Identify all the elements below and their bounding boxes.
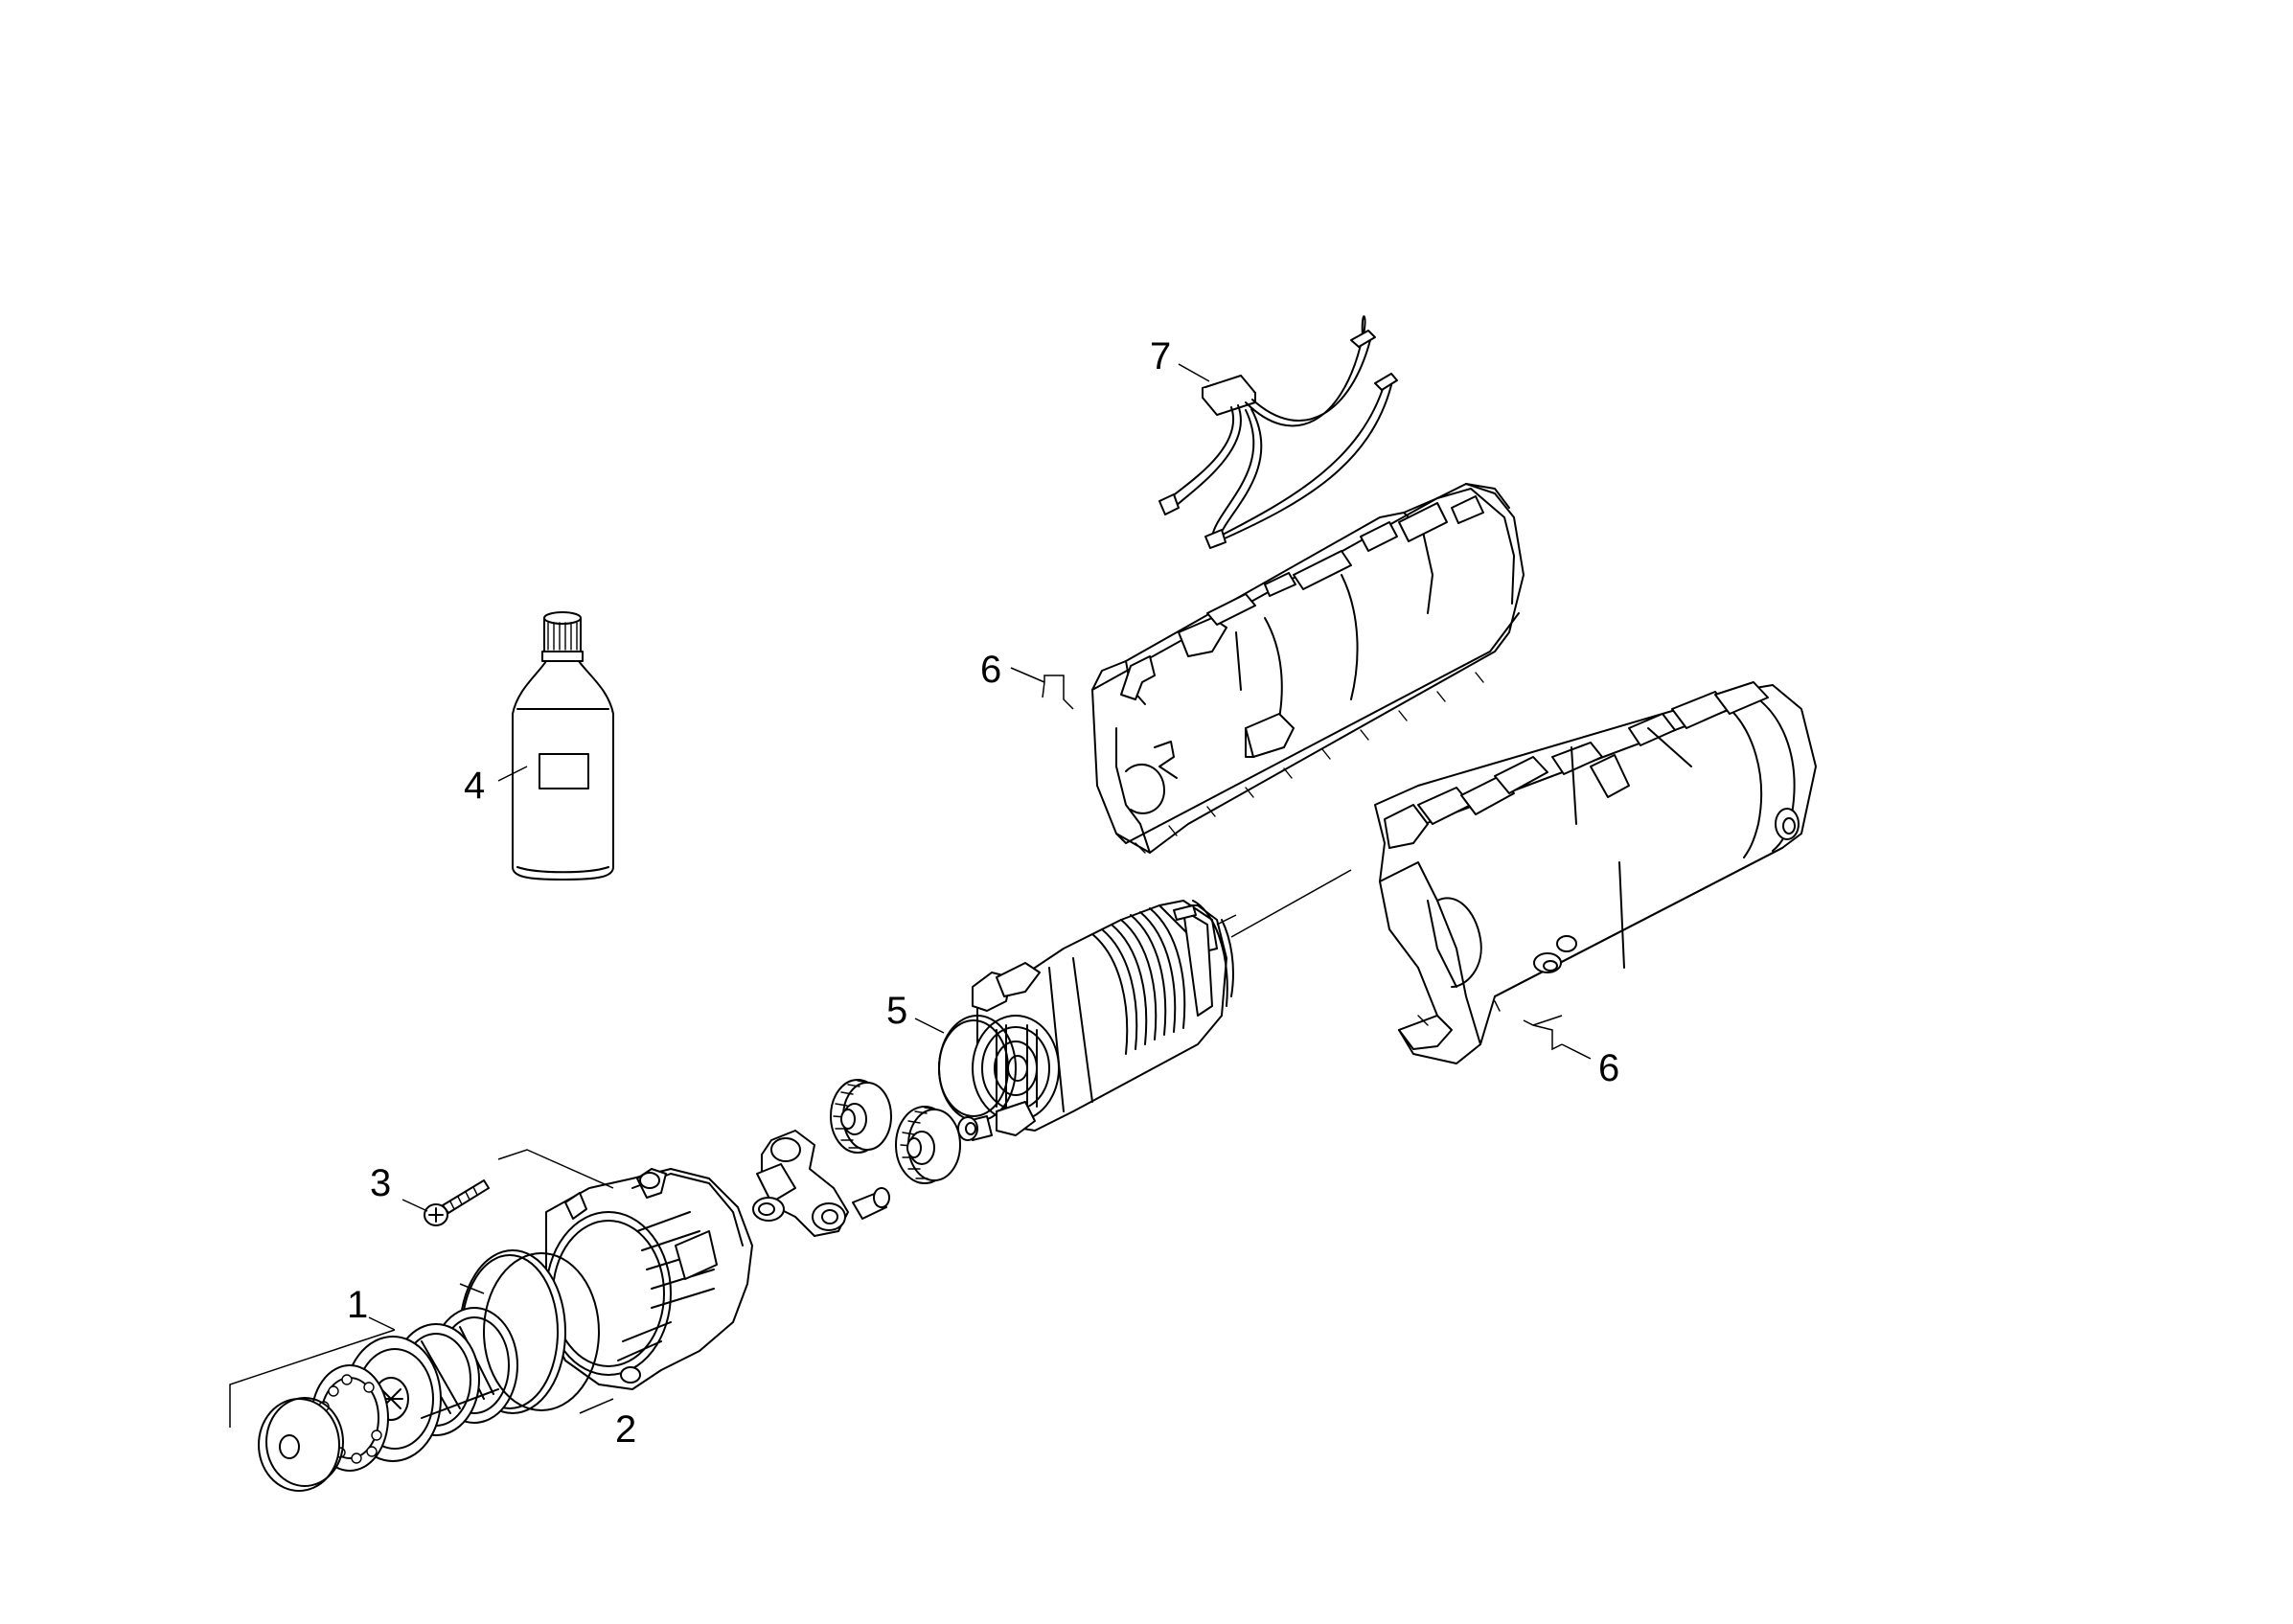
part-5-motor <box>938 900 1234 1141</box>
leader-lines <box>229 363 1592 1428</box>
part-4-oil-bottle <box>512 611 614 881</box>
callout-3: 3 <box>370 1162 391 1204</box>
callout-6-lower: 6 <box>1598 1047 1619 1089</box>
callout-4: 4 <box>464 765 485 807</box>
part-7-wiring-harness <box>1158 315 1398 549</box>
callout-6-upper: 6 <box>980 649 1001 691</box>
callout-1: 1 <box>347 1284 368 1326</box>
part-6-housing-lower <box>1374 681 1817 1064</box>
part-6-housing-upper <box>1091 483 1525 854</box>
callout-7: 7 <box>1150 335 1171 377</box>
crank-assembly <box>752 1130 890 1237</box>
part-1-seal-kit <box>258 1249 566 1492</box>
part-3-screw <box>424 1179 490 1226</box>
gears <box>830 1079 978 1184</box>
pump-head-housing <box>545 1168 753 1390</box>
callout-2: 2 <box>615 1408 636 1451</box>
part-2-o-ring <box>483 1252 600 1411</box>
callout-5: 5 <box>886 990 907 1032</box>
callout-labels: 1 2 3 4 5 6 6 7 <box>347 335 1619 1451</box>
